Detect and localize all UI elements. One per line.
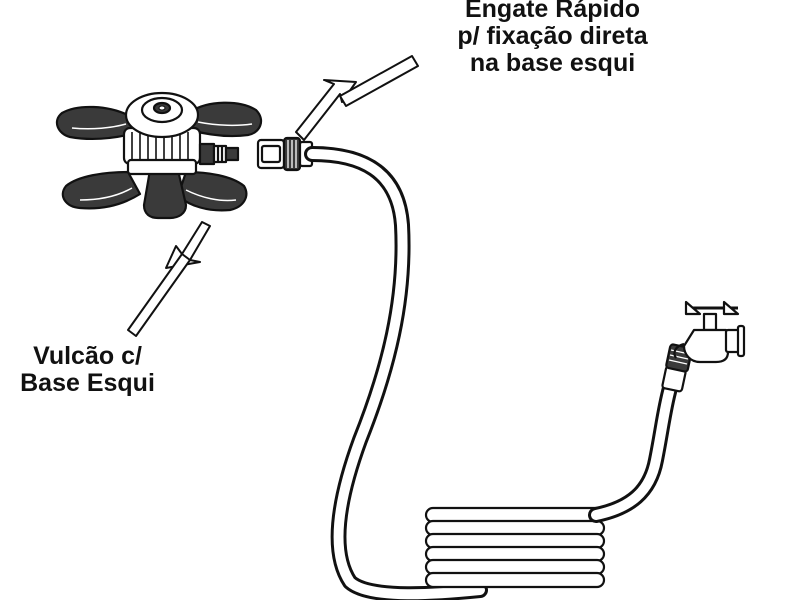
arrow-to-sprinkler xyxy=(127,221,211,337)
sprinkler-label: Vulcão c/ Base Esqui xyxy=(0,343,175,397)
arrow-to-connector xyxy=(295,55,419,141)
sprinkler-label-line-2: Base Esqui xyxy=(20,369,155,397)
quick-connector-label-line-2: p/ fixação direta xyxy=(457,22,648,50)
hose-to-faucet xyxy=(588,380,678,523)
ski-front-foot xyxy=(142,168,188,220)
faucet xyxy=(673,300,746,364)
garden-hose xyxy=(304,146,488,603)
ski-arm-top-right xyxy=(188,101,263,138)
quick-connector-label: Engate Rápido p/ fixação direta na base … xyxy=(410,0,695,77)
quick-connector-label-line-1: Engate Rápido xyxy=(464,0,640,23)
quick-connector-label-line-3: na base esqui xyxy=(469,49,636,77)
ski-arm-top-left xyxy=(55,105,134,140)
hose-coil xyxy=(424,506,606,589)
quick-connector xyxy=(256,136,314,172)
sprinkler-base-ski xyxy=(55,91,263,220)
sprinkler-inlet-nipple xyxy=(198,142,240,166)
sprinkler-label-line-1: Vulcão c/ xyxy=(33,342,142,370)
